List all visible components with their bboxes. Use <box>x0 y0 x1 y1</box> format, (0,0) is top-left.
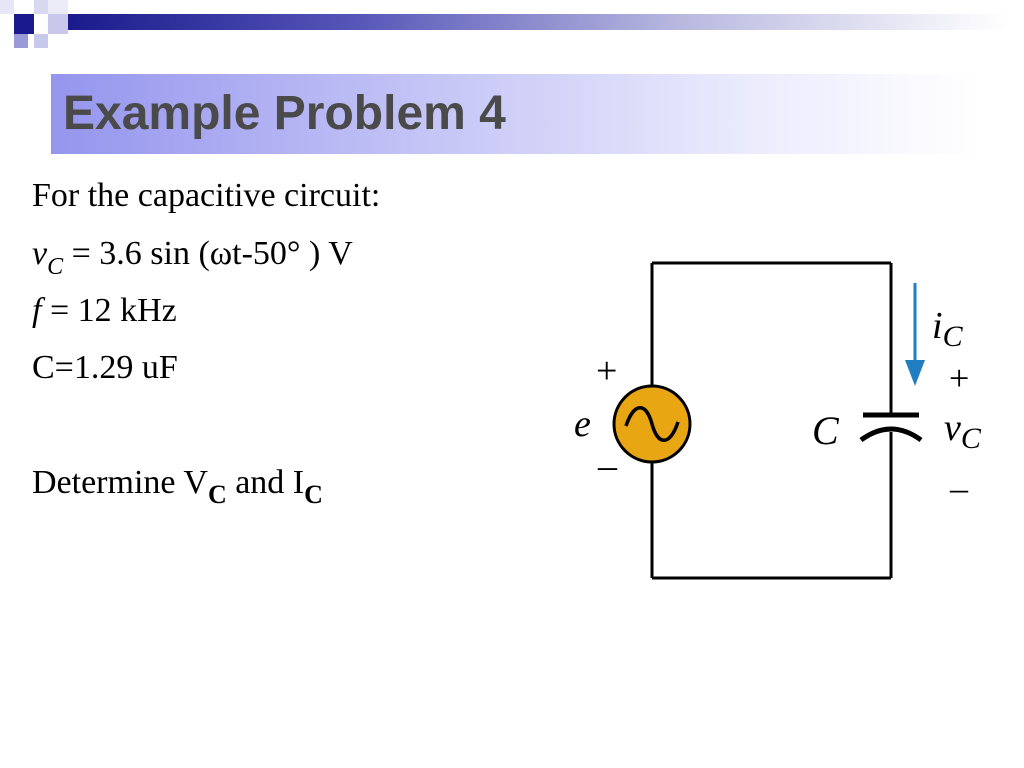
capacitor-plate-bottom <box>859 426 923 443</box>
source-plus-sign: + <box>596 350 617 392</box>
deco-square-5 <box>0 0 14 14</box>
capacitor <box>859 412 923 443</box>
determine-text-a: Determine V <box>32 464 208 501</box>
capacitance-line: C=1.29 uF <box>32 348 178 388</box>
deco-square-2 <box>34 0 48 14</box>
problem-intro-text: For the capacitive circuit: <box>32 177 381 214</box>
determine-sub-1: C <box>207 480 227 509</box>
current-arrow <box>905 283 925 386</box>
deco-square-4 <box>34 34 48 48</box>
frequency-line: f = 12 kHz <box>32 291 177 331</box>
source-label: e <box>574 403 591 445</box>
voltage-subscript: C <box>961 422 982 455</box>
circuit-diagram: + – e C iC + vC – <box>574 261 982 580</box>
sine-wave-icon <box>624 406 680 442</box>
problem-intro: For the capacitive circuit: <box>32 176 380 216</box>
vc-variable: v <box>32 235 48 272</box>
voltage-label: vC <box>944 407 982 455</box>
circuit-wires <box>650 261 893 580</box>
arrow-down-icon <box>905 360 925 386</box>
deco-square-3 <box>48 14 68 34</box>
voltage-symbol: v <box>944 407 961 449</box>
current-label: iC <box>932 305 964 353</box>
ac-source <box>612 384 692 464</box>
title-band <box>51 74 981 154</box>
deco-square-1 <box>14 14 34 34</box>
cap-plus-sign: + <box>949 358 969 398</box>
c-value: C=1.29 uF <box>32 349 178 386</box>
f-value: = 12 kHz <box>41 292 177 329</box>
current-symbol: i <box>932 305 943 347</box>
determine-line: Determine VC and IC <box>32 463 323 509</box>
source-minus-sign: – <box>597 445 618 487</box>
vc-subscript: C <box>47 254 64 280</box>
vc-equation: vC = 3.6 sin (ωt-50° ) V <box>32 234 353 280</box>
deco-square-7 <box>48 0 68 14</box>
cap-minus-sign: – <box>949 468 969 508</box>
f-variable: f <box>32 292 42 329</box>
current-subscript: C <box>943 320 964 353</box>
slide-title: Example Problem 4 <box>63 87 506 140</box>
vc-expression: = 3.6 sin (ωt-50° ) V <box>63 235 353 272</box>
deco-square-6 <box>14 34 28 48</box>
header-gradient-bar <box>68 14 1008 30</box>
determine-sub-2: C <box>304 480 323 509</box>
determine-text-b: and I <box>226 464 305 501</box>
capacitor-label: C <box>812 408 840 453</box>
